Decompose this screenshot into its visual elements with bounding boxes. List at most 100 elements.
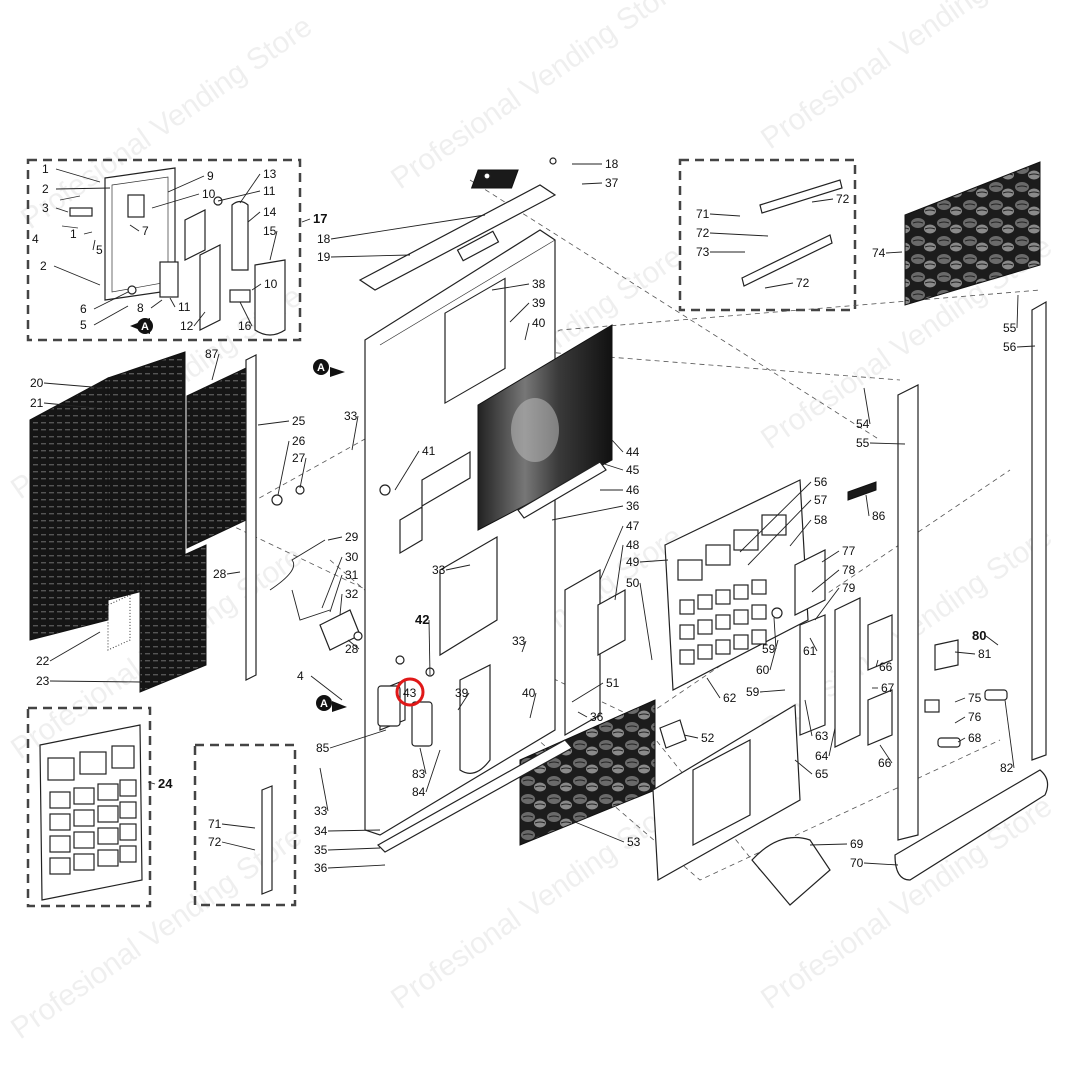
callout-67: 67 (881, 681, 895, 695)
callout-66b: 66 (878, 756, 892, 770)
leader-line-82 (1004, 699, 1015, 769)
leader-line-31 (329, 574, 343, 613)
leader-line-1b (83, 231, 93, 235)
leader-line-33b (445, 564, 471, 571)
leader-line-66a (875, 659, 879, 668)
leader-line-36c (327, 864, 386, 869)
callout-61: 61 (803, 644, 817, 658)
callout-39b: 39 (455, 686, 469, 700)
grill-87 (186, 367, 247, 549)
top-cover-19 (358, 184, 557, 291)
leader-line-11b (169, 297, 176, 308)
callout-72c: 72 (796, 276, 810, 290)
leader-line-74 (885, 251, 903, 254)
leader-line-9 (167, 175, 205, 193)
leader-line-40a (524, 322, 530, 341)
leader-line-84 (425, 749, 441, 793)
leader-line-80 (985, 635, 999, 646)
leader-line-33c (521, 640, 527, 653)
bracket-25 (245, 354, 257, 681)
control-board-assembly (59, 167, 286, 336)
leader-line-63 (804, 699, 813, 737)
group-box-71-73 (678, 158, 857, 312)
tray-69 (751, 836, 831, 906)
callout-6: 6 (80, 302, 87, 316)
leader-line-21 (43, 402, 97, 409)
callout-28b: 28 (345, 642, 359, 656)
callout-17: 17 (313, 211, 327, 226)
callout-21: 21 (30, 396, 44, 410)
callout-36a: 36 (626, 499, 640, 513)
leader-line-10a (151, 193, 200, 209)
column-47 (564, 568, 601, 737)
callout-39a: 39 (532, 296, 546, 310)
callout-33c: 33 (512, 634, 526, 648)
leader-line-14 (247, 211, 261, 223)
callout-85: 85 (316, 741, 330, 755)
leader-line-20 (43, 382, 105, 389)
leader-line-65 (794, 759, 813, 775)
beans-panel-74 (904, 161, 1041, 306)
grill-23 (139, 544, 207, 693)
reference-marker-a: A (313, 359, 345, 377)
leader-line-18b (330, 214, 486, 240)
leader-line-56a (1016, 345, 1036, 348)
leader-line-83 (419, 747, 427, 775)
leader-line-5b (93, 305, 129, 326)
callout-68: 68 (968, 731, 982, 745)
callout-20: 20 (30, 376, 44, 390)
leader-line-47 (599, 525, 624, 581)
leader-line-19 (330, 254, 411, 258)
leader-line-24 (147, 781, 156, 785)
leader-line-72d (221, 841, 256, 851)
leader-line-4b (310, 675, 343, 701)
bracket-77 (794, 549, 826, 616)
part-63 (799, 614, 826, 736)
callout-56b: 56 (814, 475, 828, 489)
callout-3: 3 (42, 201, 49, 215)
callout-38: 38 (532, 277, 546, 291)
leader-line-78 (811, 569, 840, 593)
leader-line-64 (828, 727, 836, 757)
highlight-circle (395, 677, 425, 707)
leader-line-6 (93, 291, 129, 310)
callout-2b: 2 (40, 259, 47, 273)
callout-86: 86 (872, 509, 886, 523)
callout-63: 63 (815, 729, 829, 743)
leader-line-35 (327, 847, 381, 851)
callout-36b: 36 (590, 710, 604, 724)
callout-87: 87 (205, 347, 219, 361)
leader-line-2a (55, 187, 111, 190)
callout-57: 57 (814, 493, 828, 507)
callout-84: 84 (412, 785, 426, 799)
grill-22 (107, 594, 131, 651)
leader-line-60 (769, 639, 779, 671)
leader-line-69 (809, 843, 848, 846)
callout-33a: 33 (344, 409, 358, 423)
keypad-panel-24 (39, 724, 143, 901)
callout-18a: 18 (605, 157, 619, 171)
leader-line-72c (764, 282, 794, 289)
leader-line-81 (954, 651, 976, 655)
bottom-trim-35 (377, 739, 573, 853)
bar-70 (894, 769, 1049, 881)
leader-line-16 (239, 301, 253, 327)
callout-55b: 55 (856, 436, 870, 450)
callout-23: 23 (36, 674, 50, 688)
marker-a-label: A (320, 698, 328, 710)
callout-71b: 71 (208, 817, 222, 831)
callout-77: 77 (842, 544, 856, 558)
callout-49: 49 (626, 555, 640, 569)
callout-5a: 5 (96, 243, 103, 257)
leader-line-36a (551, 505, 624, 521)
leader-line-79 (814, 587, 840, 621)
leader-line-30 (321, 556, 343, 609)
callout-29: 29 (345, 530, 359, 544)
callout-46: 46 (626, 483, 640, 497)
callout-1a: 1 (42, 162, 49, 176)
plate-81 (934, 639, 959, 671)
leader-line-54 (863, 387, 871, 425)
callout-74: 74 (872, 246, 886, 260)
leader-line-57 (747, 499, 812, 566)
leader-line-72a (709, 232, 769, 237)
